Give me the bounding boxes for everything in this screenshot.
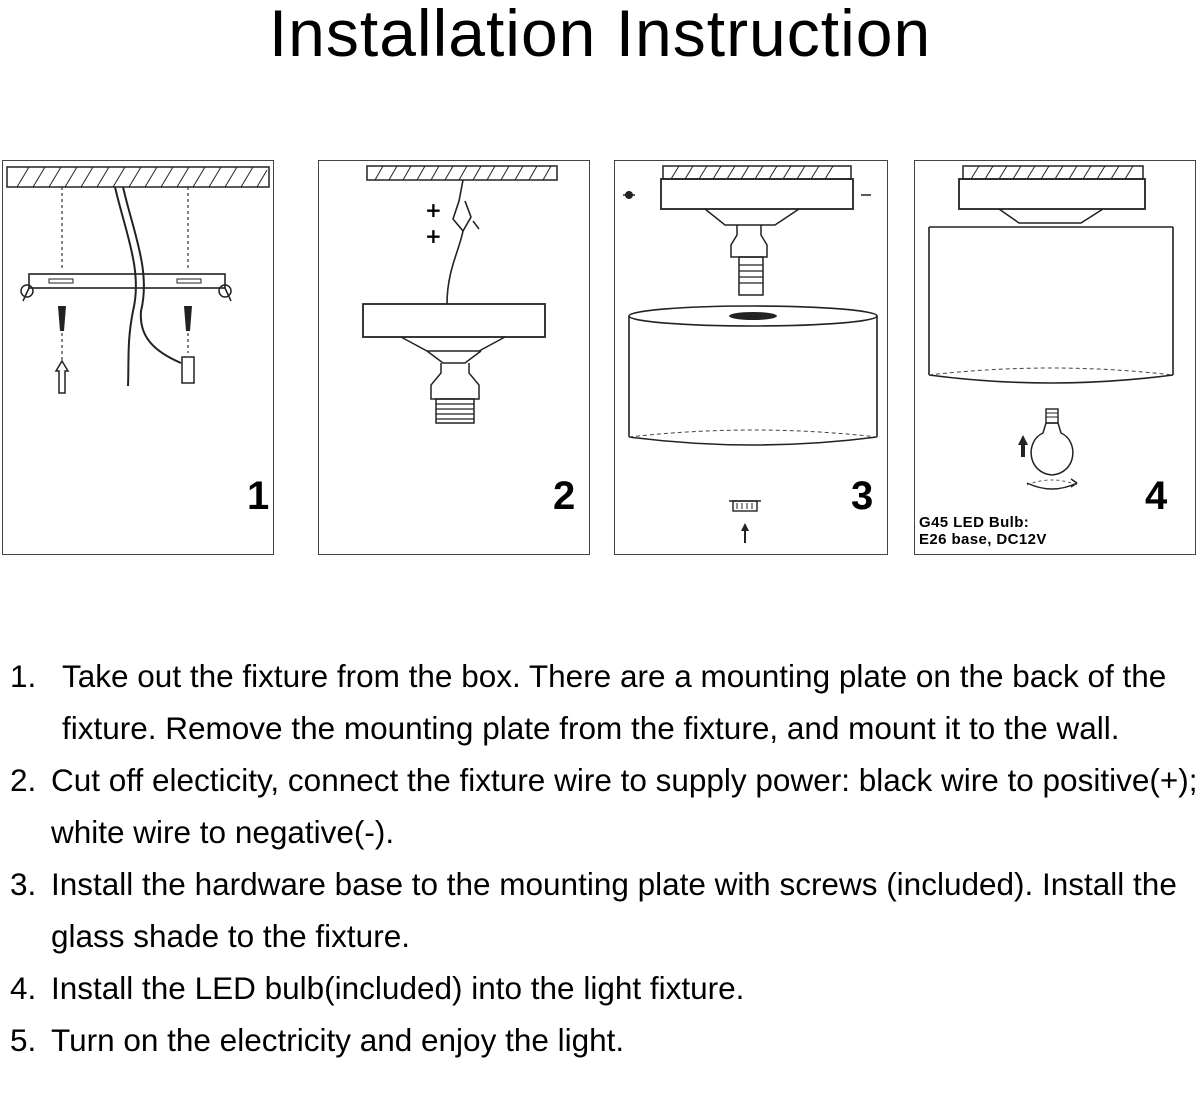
step-item: 3. Install the hardware base to the moun… bbox=[10, 858, 1200, 962]
step-number: 5. bbox=[10, 1022, 37, 1058]
step-text: Take out the fixture from the box. There… bbox=[62, 658, 1167, 746]
bulb-spec-note: G45 LED Bulb: E26 base, DC12V bbox=[919, 514, 1047, 548]
step-4-diagram: 4 G45 LED Bulb: E26 base, DC12V bbox=[914, 160, 1196, 555]
step-2-number: 2 bbox=[553, 474, 576, 518]
bulb-install-illustration bbox=[928, 165, 1174, 490]
bulb-spec-line-1: G45 LED Bulb: bbox=[919, 514, 1030, 531]
step-number: 1. bbox=[10, 658, 37, 694]
step-number: 4. bbox=[10, 970, 37, 1006]
step-3-number: 3 bbox=[851, 474, 874, 518]
step-item: 4. Install the LED bulb(included) into t… bbox=[10, 962, 1200, 1014]
step-3-diagram: 3 bbox=[614, 160, 888, 555]
instruction-steps: 1. Take out the fixture from the box. Th… bbox=[10, 650, 1200, 1066]
step-text: Install the LED bulb(included) into the … bbox=[51, 970, 745, 1006]
step-1-number: 1 bbox=[247, 474, 270, 518]
page-title: Installation Instruction bbox=[268, 0, 932, 70]
base-and-shade-illustration bbox=[623, 165, 878, 543]
bulb-spec-line-2: E26 base, DC12V bbox=[919, 531, 1047, 548]
step-text: Cut off electicity, connect the fixture … bbox=[51, 762, 1198, 850]
step-item: 5. Turn on the electricity and enjoy the… bbox=[10, 1014, 1200, 1066]
svg-text:+: + bbox=[425, 224, 442, 248]
step-number: 2. bbox=[10, 762, 37, 798]
step-item: 1. Take out the fixture from the box. Th… bbox=[10, 650, 1200, 754]
step-number: 3. bbox=[10, 866, 37, 902]
step-2-diagram: + + 2 bbox=[318, 160, 590, 555]
step-item: 2. Cut off electicity, connect the fixtu… bbox=[10, 754, 1200, 858]
step-text: Install the hardware base to the mountin… bbox=[51, 866, 1177, 954]
svg-text:+: + bbox=[425, 198, 442, 222]
step-1-diagram: 1 bbox=[2, 160, 274, 555]
mounting-plate-illustration bbox=[6, 166, 270, 394]
wiring-illustration: + + bbox=[362, 165, 558, 424]
step-text: Turn on the electricity and enjoy the li… bbox=[51, 1022, 625, 1058]
step-4-number: 4 bbox=[1145, 474, 1168, 518]
